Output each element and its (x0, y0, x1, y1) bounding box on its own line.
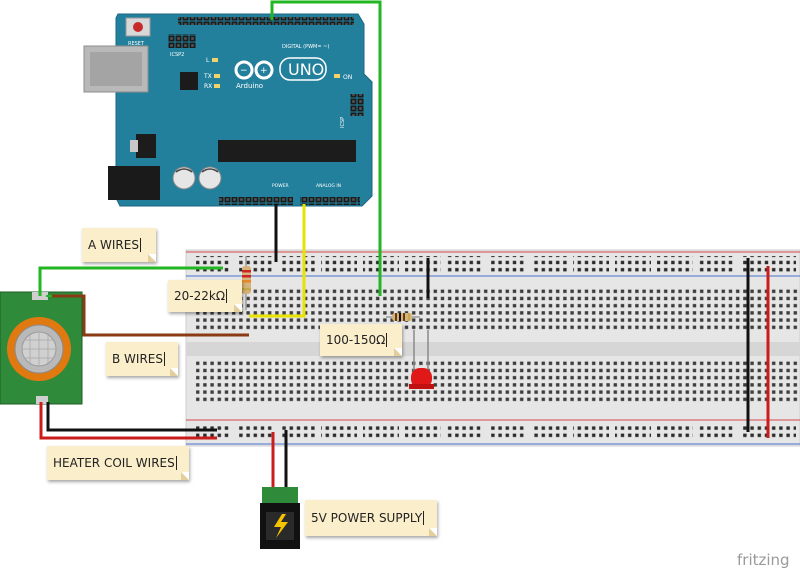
reset-label: RESET (128, 41, 145, 47)
top-terminal-strip (196, 288, 800, 331)
power-label: POWER (272, 183, 289, 189)
note-resistor-led-text: 100-150Ω (326, 333, 386, 347)
text-cursor (139, 238, 141, 252)
led-on-label: ON (343, 74, 352, 81)
power-header (219, 197, 293, 205)
wire-analog-yellow (249, 204, 306, 318)
icsp-header (350, 94, 364, 116)
svg-text:−: − (240, 66, 248, 76)
wire-b-brown (52, 294, 249, 337)
icsp-label: ICSP (340, 117, 346, 128)
center-channel (186, 342, 800, 356)
text-cursor (423, 511, 425, 525)
note-b-wires-text: B WIRES (112, 352, 163, 366)
bottom-terminal-strip (196, 360, 800, 403)
lightning-icon (274, 514, 288, 538)
uno-badge (279, 57, 327, 81)
top-power-rail (196, 256, 796, 272)
led-rx-label: RX (204, 83, 212, 90)
note-resistor-led: 100-150Ω (320, 324, 402, 356)
bottom-power-rail (196, 424, 796, 440)
digital-label: DIGITAL (PWM= ~) (282, 44, 329, 50)
red-led (409, 330, 434, 389)
voltage-regulator (136, 134, 156, 158)
breadboard (185, 249, 800, 447)
note-heater-coil-text: HEATER COIL WIRES (53, 456, 175, 470)
arduino-brand-text: Arduino (236, 82, 263, 90)
analog-label: ANALOG IN (316, 183, 341, 189)
wire-signal-green (270, 0, 382, 296)
led-tx-label: TX (203, 73, 212, 80)
capacitor (198, 166, 222, 190)
text-cursor (164, 352, 165, 366)
note-a-wires: A WIRES (82, 228, 156, 262)
note-power-supply-text: 5V POWER SUPPLY (311, 511, 423, 525)
capacitor (172, 166, 196, 190)
text-cursor (175, 456, 177, 470)
note-a-wires-text: A WIRES (88, 238, 139, 252)
note-power-supply: 5V POWER SUPPLY (305, 500, 437, 536)
note-resistor-load: 20-22kΩ (168, 280, 242, 312)
dc-jack (108, 166, 160, 200)
wire-heater-red (39, 402, 217, 440)
note-heater-coil: HEATER COIL WIRES (47, 446, 189, 480)
note-b-wires: B WIRES (106, 342, 178, 376)
wire-heater-black (46, 402, 217, 432)
wire-a-green (38, 266, 223, 296)
icsp2-header (168, 34, 196, 48)
power-jack (260, 487, 300, 549)
resistor-led (386, 313, 420, 321)
gas-sensor-module (0, 291, 83, 405)
led-l-label: L (206, 57, 210, 64)
resistor-load (242, 256, 251, 310)
uno-logo-text: UNO (288, 60, 324, 79)
analog-header (300, 197, 360, 205)
text-cursor (386, 333, 388, 347)
digital-header (178, 17, 354, 25)
arduino-uno-board: RESET ICSP2 DIGITAL (PWM= ~) L TX RX ON … (83, 13, 373, 207)
text-cursor (226, 289, 227, 303)
icsp2-label: ICSP2 (170, 52, 184, 58)
note-resistor-load-text: 20-22kΩ (174, 289, 225, 303)
fritzing-watermark: fritzing (737, 551, 790, 569)
usb-chip (180, 72, 198, 90)
atmega-chip (218, 140, 356, 162)
arduino-logo (234, 60, 274, 80)
svg-text:+: + (260, 66, 268, 76)
